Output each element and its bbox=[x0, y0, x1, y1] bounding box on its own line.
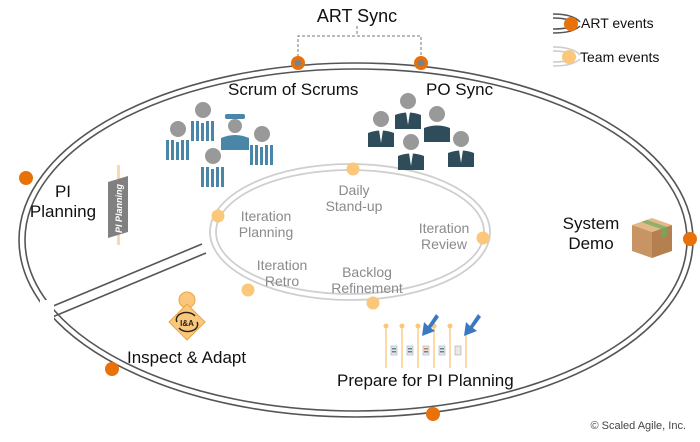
iteration-retro-label-line2: Retro bbox=[264, 273, 300, 290]
legend-team-icon bbox=[552, 46, 581, 67]
iteration-planning-dot[interactable] bbox=[211, 209, 225, 223]
pi-planning-sign-text: PI Planning bbox=[114, 183, 124, 233]
art-sync-bracket bbox=[297, 26, 422, 62]
pi-planning-label-line1: PI bbox=[54, 182, 72, 201]
prepare-pi-planning-dot[interactable] bbox=[426, 407, 440, 421]
system-demo-label-line2: Demo bbox=[568, 233, 614, 253]
system-demo-box-icon bbox=[632, 218, 672, 258]
iteration-retro-label-line1: Iteration bbox=[256, 257, 308, 273]
iteration-retro-dot[interactable] bbox=[241, 283, 255, 297]
po-sync-people-icon bbox=[368, 93, 474, 170]
backlog-refinement-label-line1: Backlog bbox=[342, 264, 392, 280]
backlog-refinement-label-line2: Refinement bbox=[331, 280, 403, 297]
prepare-pi-planning-icon bbox=[383, 314, 481, 368]
scrum-of-scrums-people-icon bbox=[166, 102, 273, 187]
legend-art-events: ART events bbox=[581, 15, 654, 31]
scrum-of-scrums-label: Scrum of Scrums bbox=[228, 80, 359, 99]
iteration-review-dot[interactable] bbox=[476, 231, 490, 245]
inspect-adapt-label: Inspect & Adapt bbox=[127, 348, 247, 367]
system-demo-dot[interactable] bbox=[683, 232, 697, 246]
po-sync-label: PO Sync bbox=[426, 80, 494, 99]
iteration-planning-label: Iteration Planning bbox=[226, 208, 306, 240]
iteration-review-label-line1: Iteration bbox=[418, 220, 470, 236]
daily-standup-label-line1: Daily bbox=[338, 182, 370, 198]
blue-arrow-icon bbox=[464, 314, 481, 336]
legend-art-icon bbox=[552, 13, 581, 34]
prepare-pi-planning-label: Prepare for PI Planning bbox=[337, 371, 514, 390]
iteration-planning-label-line1: Iteration bbox=[240, 208, 292, 224]
pi-planning-label-line2: Planning bbox=[29, 201, 97, 221]
daily-standup-label-line2: Stand-up bbox=[325, 198, 383, 215]
inspect-adapt-dot[interactable] bbox=[105, 362, 119, 376]
daily-standup-dot[interactable] bbox=[346, 162, 360, 176]
daily-standup-label: Daily Stand-up bbox=[314, 182, 394, 214]
pi-planning-dot[interactable] bbox=[19, 171, 33, 185]
art-event-dots bbox=[19, 56, 697, 421]
track-connector bbox=[40, 243, 207, 325]
pi-planning-sign-icon: PI Planning bbox=[108, 165, 128, 245]
pi-planning-label: PI Planning bbox=[28, 182, 98, 221]
team-event-dots bbox=[211, 162, 490, 310]
copyright-text: © Scaled Agile, Inc. bbox=[590, 420, 686, 432]
iteration-review-label: Iteration Review bbox=[404, 220, 484, 252]
inspect-adapt-badge-text: I&A bbox=[180, 319, 194, 328]
system-demo-label-line1: System bbox=[562, 214, 620, 233]
iteration-review-label-line2: Review bbox=[421, 236, 467, 253]
iteration-planning-label-line2: Planning bbox=[238, 224, 294, 241]
inspect-adapt-badge-icon: I&A bbox=[168, 291, 206, 341]
system-demo-label: System Demo bbox=[556, 214, 626, 253]
legend-team-events: Team events bbox=[580, 49, 660, 65]
backlog-refinement-label: Backlog Refinement bbox=[322, 264, 412, 296]
art-sync-label: ART Sync bbox=[316, 6, 398, 26]
blue-arrow-icon bbox=[422, 314, 439, 336]
iteration-retro-label: Iteration Retro bbox=[242, 257, 322, 289]
backlog-refinement-dot[interactable] bbox=[366, 296, 380, 310]
